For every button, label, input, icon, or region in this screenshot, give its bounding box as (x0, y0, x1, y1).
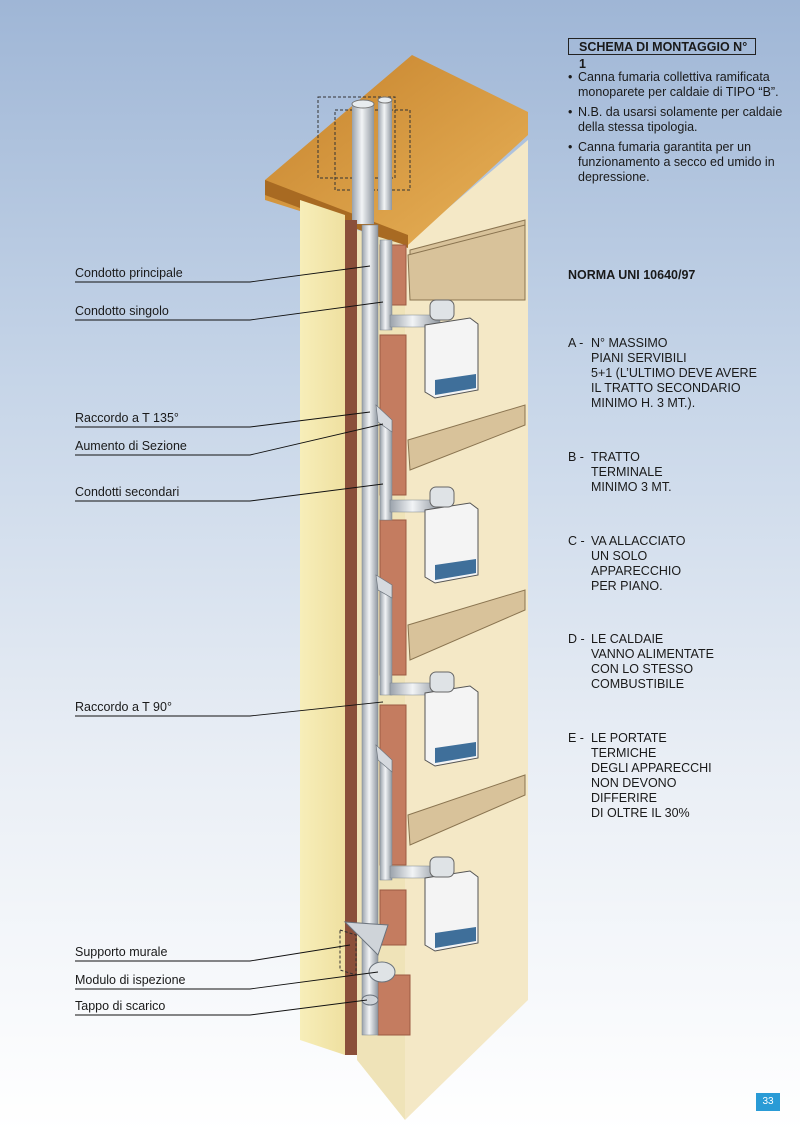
bullet-list: Canna fumaria collettiva ramificata mono… (568, 70, 793, 190)
secondary-pipe (379, 239, 393, 331)
bullet-item: Canna fumaria garantita per un funzionam… (568, 140, 793, 185)
secondary-pipe (379, 759, 393, 881)
page-number: 33 (756, 1093, 780, 1111)
note-letter: E - (568, 731, 584, 745)
note-text: VA ALLACCIATO UN SOLO APPARECCHIO PER PI… (591, 534, 686, 593)
bullet-item: N.B. da usarsi solamente per caldaie del… (568, 105, 793, 135)
label-condotto-singolo: Condotto singolo (75, 304, 169, 318)
note-letter: D - (568, 632, 585, 646)
label-supporto-murale: Supporto murale (75, 945, 168, 959)
note-text: LE PORTATE TERMICHE DEGLI APPARECCHI NON… (591, 731, 712, 820)
terminal-pipe-2 (378, 100, 392, 210)
note-letter: A - (568, 336, 584, 350)
note-d: D - LE CALDAIE VANNO ALIMENTATE CON LO S… (568, 632, 781, 692)
label-modulo-ispezione: Modulo di ispezione (75, 973, 186, 987)
wall-shaft (300, 200, 345, 1055)
label-aumento-sezione: Aumento di Sezione (75, 439, 187, 453)
callout-lines (75, 265, 384, 1016)
note-c: C - VA ALLACCIATO UN SOLO APPARECCHIO PE… (568, 534, 781, 594)
roof (265, 55, 528, 245)
drain-cap (361, 994, 379, 1006)
note-b: B - TRATTO TERMINALE MINIMO 3 MT. (568, 450, 781, 495)
secondary-pipe (379, 584, 393, 696)
boiler-connector (389, 314, 441, 328)
note-text: N° MASSIMO PIANI SERVIBILI 5+1 (L’ULTIMO… (591, 336, 757, 410)
terminal-pipe-1 (352, 104, 374, 224)
label-raccordo-t-135: Raccordo a T 135° (75, 411, 179, 425)
floor-slabs (407, 219, 526, 846)
note-a: A - N° MASSIMO PIANI SERVIBILI 5+1 (L’UL… (568, 336, 781, 411)
norma-heading: NORMA UNI 10640/97 (568, 268, 696, 282)
schema-title: SCHEMA DI MONTAGGIO N° 1 (568, 38, 756, 71)
main-flue-pipe (361, 224, 379, 1036)
label-tappo-scarico: Tappo di scarico (75, 999, 166, 1013)
note-text: TRATTO TERMINALE MINIMO 3 MT. (591, 450, 672, 494)
label-condotti-secondari: Condotti secondari (75, 485, 180, 499)
bullet-item: Canna fumaria collettiva ramificata mono… (568, 70, 793, 100)
inspection-module (368, 961, 396, 983)
note-letter: B - (568, 450, 584, 464)
boilers (424, 299, 479, 952)
note-e: E - LE PORTATE TERMICHE DEGLI APPARECCHI… (568, 731, 781, 821)
note-text: LE CALDAIE VANNO ALIMENTATE CON LO STESS… (591, 632, 714, 691)
note-letter: C - (568, 534, 585, 548)
label-raccordo-t-90: Raccordo a T 90° (75, 700, 172, 714)
label-condotto-principale: Condotto principale (75, 266, 183, 280)
